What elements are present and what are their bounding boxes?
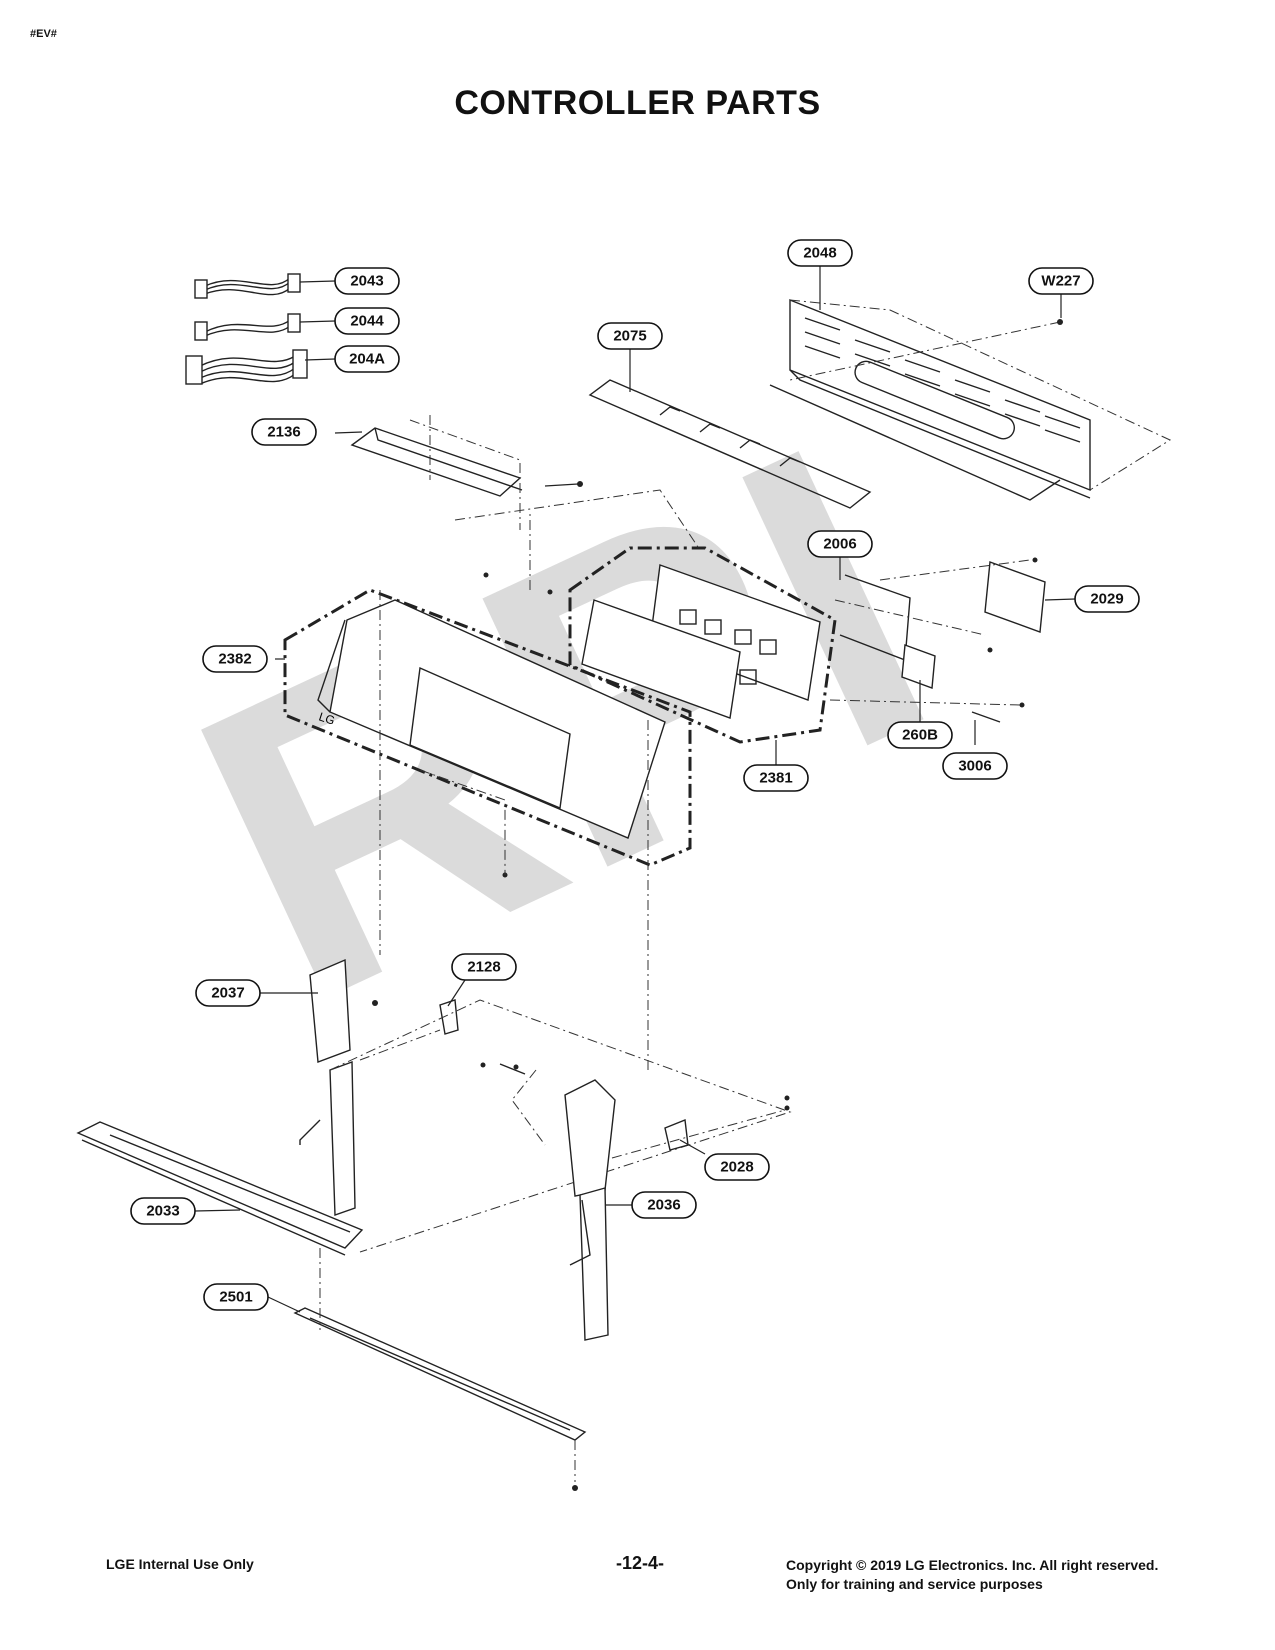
harness-2043 — [194, 273, 301, 299]
svg-text:2037: 2037 — [211, 985, 244, 1002]
callout-2006: 2006 — [807, 530, 873, 558]
svg-text:2036: 2036 — [647, 1197, 680, 1214]
svg-text:2048: 2048 — [803, 245, 836, 262]
svg-text:2382: 2382 — [218, 651, 251, 668]
callout-204A: 204A — [334, 345, 400, 373]
callout-W227: W227 — [1028, 267, 1094, 295]
svg-text:2128: 2128 — [467, 959, 500, 976]
footer-internal-use: LGE Internal Use Only — [106, 1556, 254, 1572]
callout-2028: 2028 — [704, 1153, 770, 1181]
bracket-2028 — [611, 1095, 790, 1159]
svg-text:2033: 2033 — [146, 1203, 179, 1220]
svg-text:2501: 2501 — [219, 1289, 252, 1306]
svg-text:W227: W227 — [1041, 273, 1080, 290]
side-bracket-2037 — [299, 958, 378, 1216]
svg-text:2028: 2028 — [720, 1159, 753, 1176]
bracket-2136 — [350, 415, 583, 530]
pcb-2006 — [834, 574, 986, 661]
svg-text:2381: 2381 — [759, 770, 792, 787]
insulation-2075 — [588, 379, 872, 509]
document-tag: #EV# — [30, 28, 57, 40]
callout-2075: 2075 — [597, 322, 663, 350]
svg-text:2075: 2075 — [613, 328, 646, 345]
callout-2033: 2033 — [130, 1197, 196, 1225]
callout-2044: 2044 — [334, 307, 400, 335]
footer-copyright: Copyright © 2019 LG Electronics. Inc. Al… — [786, 1556, 1158, 1594]
clip-2128 — [439, 999, 459, 1035]
callout-2128: 2128 — [451, 953, 517, 981]
callout-2043: 2043 — [334, 267, 400, 295]
trim-2033 — [76, 1121, 364, 1256]
svg-text:204A: 204A — [349, 351, 385, 368]
callout-2048: 2048 — [787, 239, 853, 267]
harness-204A — [185, 349, 308, 385]
callout-2029: 2029 — [1074, 585, 1140, 613]
rear-cover-2048 — [769, 298, 1172, 501]
callout-2501: 2501 — [203, 1283, 269, 1311]
callout-2036: 2036 — [631, 1191, 697, 1219]
pcb-2029 — [879, 557, 1046, 633]
harness-2044 — [194, 313, 301, 341]
rod-3006 — [829, 699, 1025, 723]
svg-text:2044: 2044 — [350, 313, 384, 330]
svg-text:260B: 260B — [902, 727, 938, 744]
page-title: CONTROLLER PARTS — [454, 84, 821, 122]
svg-text:2029: 2029 — [1090, 591, 1123, 608]
callout-260B: 260B — [887, 721, 953, 749]
page-number: -12-4- — [615, 1553, 664, 1573]
callout-2382: 2382 — [202, 645, 268, 673]
purpose-line: Only for training and service purposes — [786, 1576, 1043, 1592]
callout-2381: 2381 — [743, 764, 809, 792]
side-bracket-2036 — [564, 1079, 616, 1341]
callout-3006: 3006 — [942, 752, 1008, 780]
display-assembly-2381 — [568, 546, 837, 744]
callout-2136: 2136 — [251, 418, 317, 446]
svg-text:2043: 2043 — [350, 273, 383, 290]
copyright-line: Copyright © 2019 LG Electronics. Inc. Al… — [786, 1557, 1159, 1573]
bar-2501 — [293, 1248, 587, 1491]
svg-text:LG: LG — [317, 710, 337, 728]
svg-text:2006: 2006 — [823, 536, 856, 553]
callout-2037: 2037 — [195, 979, 261, 1007]
board-260B — [901, 644, 993, 689]
control-panel-2382: LG — [283, 572, 692, 878]
svg-text:3006: 3006 — [958, 758, 991, 775]
svg-text:2136: 2136 — [267, 424, 300, 441]
